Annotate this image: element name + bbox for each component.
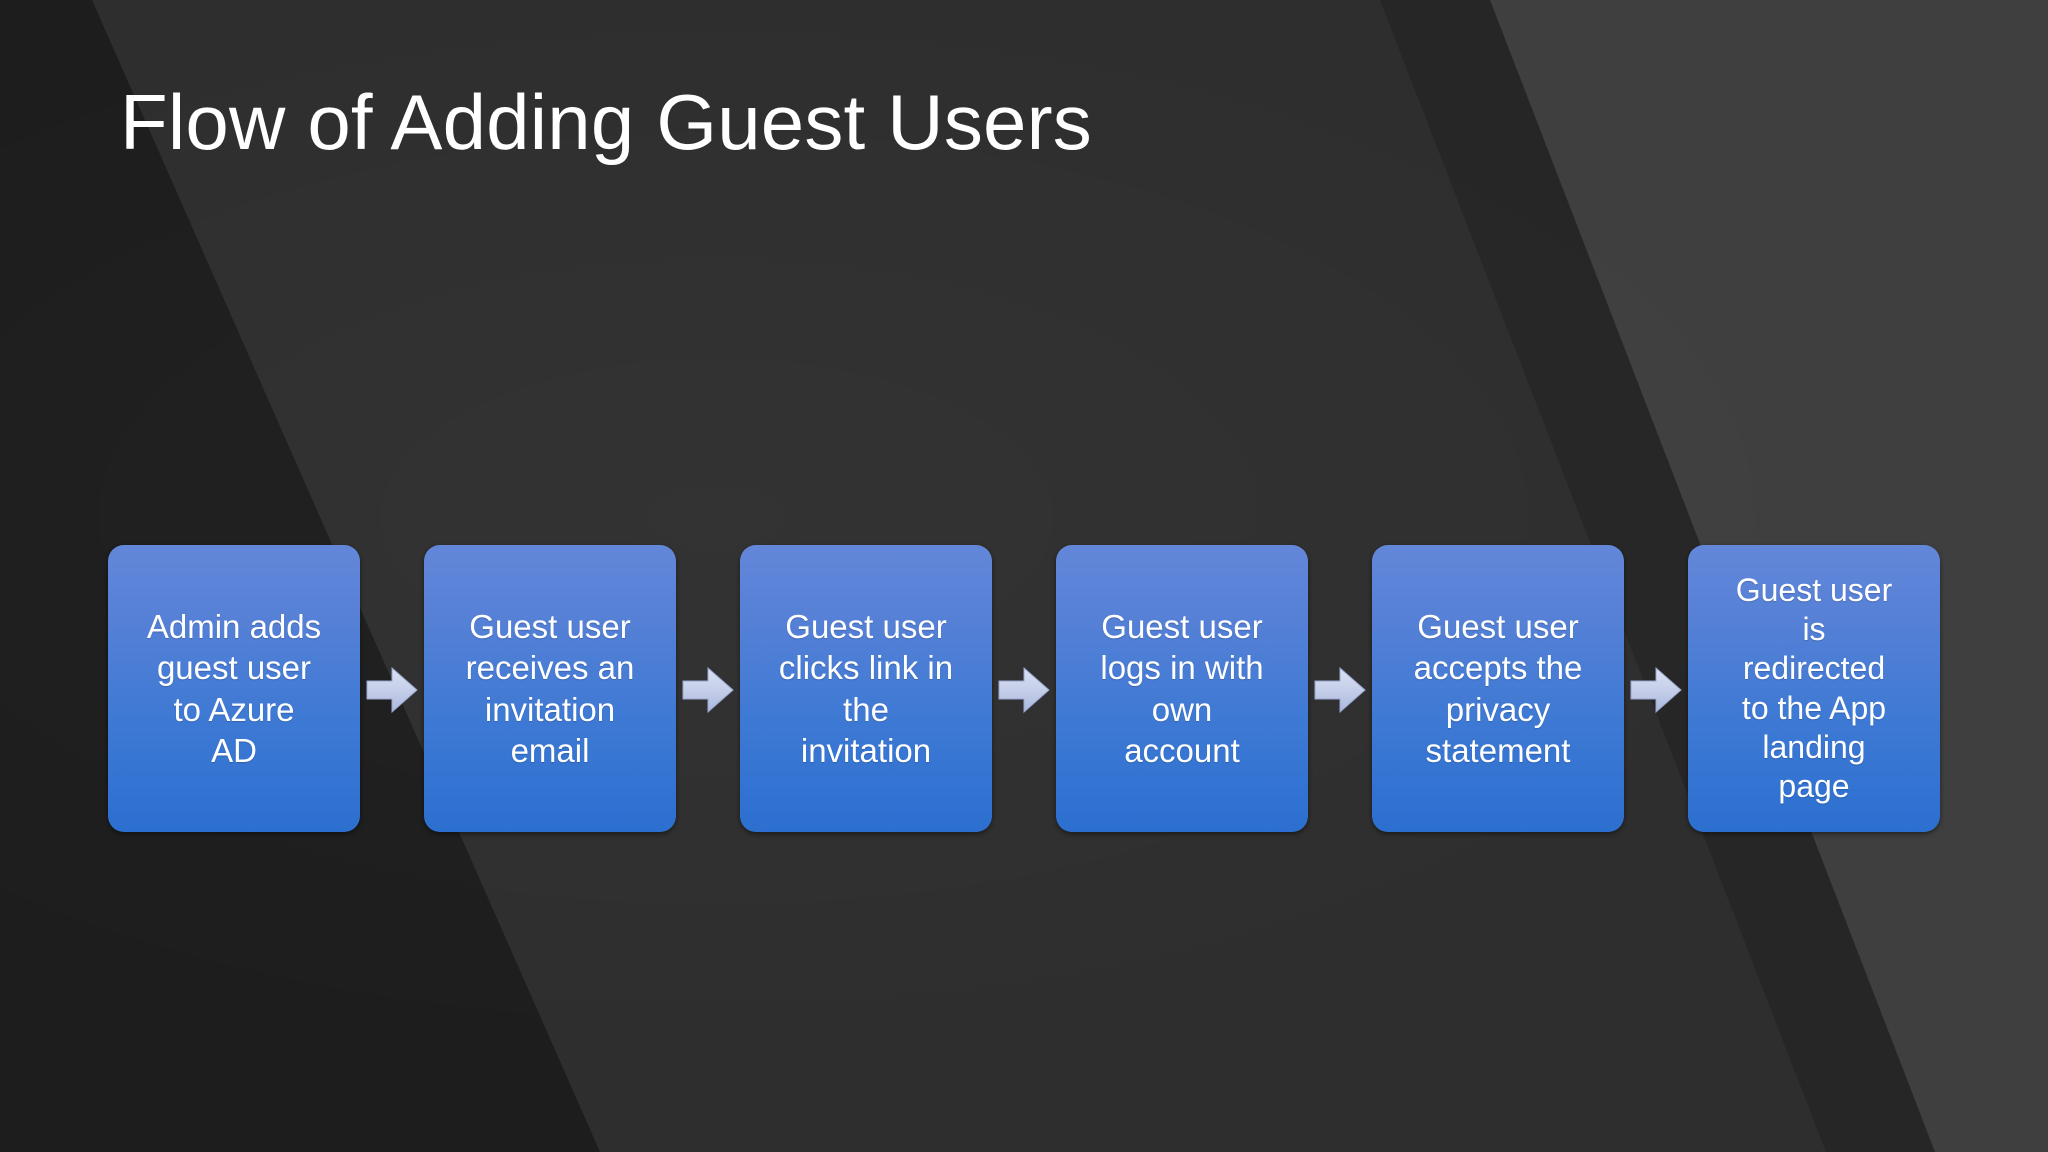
right-arrow-icon	[1308, 545, 1372, 835]
flow-step-3-label: Guest user clicks link in the invitation	[778, 608, 954, 769]
flow-step-2-label: Guest user receives an invitation email	[465, 608, 635, 769]
flow-step-1-label: Admin adds guest user to Azure AD	[146, 608, 322, 769]
process-flow-diagram: Admin adds guest user to Azure AD Guest …	[108, 545, 1940, 835]
right-arrow-icon	[1624, 545, 1688, 835]
flow-step-5-label: Guest user accepts the privacy statement	[1413, 608, 1583, 769]
flow-step-5[interactable]: Guest user accepts the privacy statement	[1372, 545, 1624, 832]
flow-step-2[interactable]: Guest user receives an invitation email	[424, 545, 676, 832]
right-arrow-icon	[992, 545, 1056, 835]
flow-step-6[interactable]: Guest user is redirected to the App land…	[1688, 545, 1940, 832]
right-arrow-icon	[676, 545, 740, 835]
flow-step-4-label: Guest user logs in with own account	[1100, 608, 1264, 769]
right-arrow-icon	[360, 545, 424, 835]
flow-step-1[interactable]: Admin adds guest user to Azure AD	[108, 545, 360, 832]
flow-step-3[interactable]: Guest user clicks link in the invitation	[740, 545, 992, 832]
flow-step-6-label: Guest user is redirected to the App land…	[1735, 572, 1893, 804]
page-title: Flow of Adding Guest Users	[120, 78, 1092, 166]
flow-step-4[interactable]: Guest user logs in with own account	[1056, 545, 1308, 832]
